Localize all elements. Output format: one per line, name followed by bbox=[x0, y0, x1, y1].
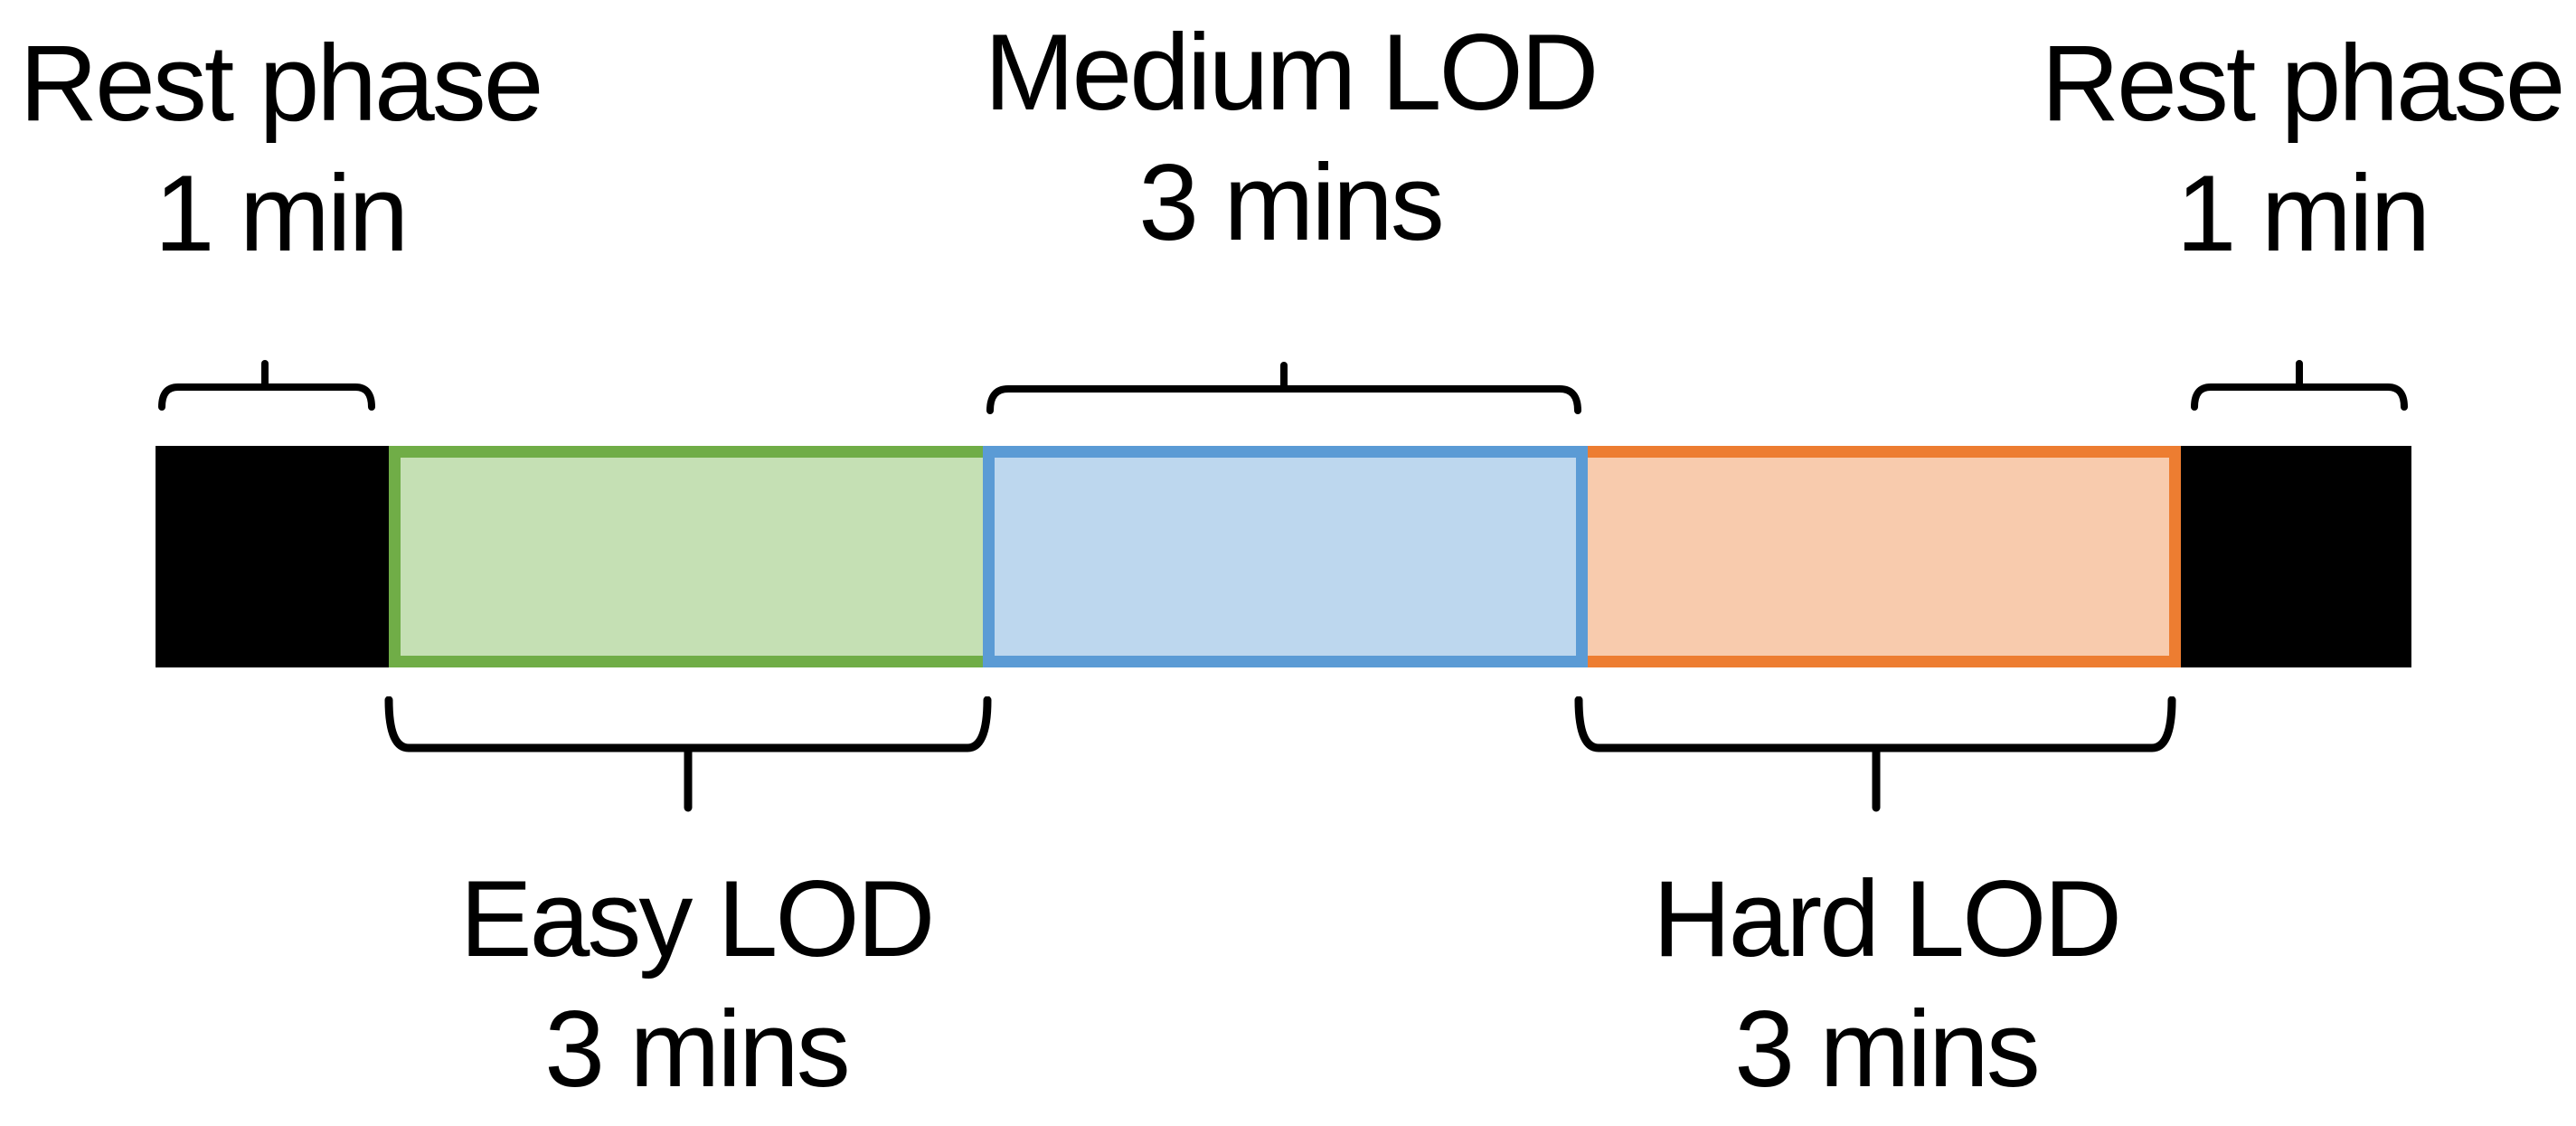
label-rest-start-name: Rest phase bbox=[19, 23, 543, 144]
label-rest-end-name: Rest phase bbox=[2041, 23, 2565, 144]
label-hard-lod-duration: 3 mins bbox=[1734, 989, 2040, 1110]
label-easy-lod-duration: 3 mins bbox=[544, 989, 850, 1110]
segment-easy-lod bbox=[389, 446, 983, 667]
label-rest-end-duration: 1 min bbox=[2175, 153, 2430, 274]
brace-hard-lod bbox=[1574, 696, 2176, 812]
segment-rest-end bbox=[2181, 446, 2411, 667]
label-medium-lod: Medium LOD 3 mins bbox=[883, 7, 1697, 268]
label-easy-lod: Easy LOD 3 mins bbox=[289, 854, 1103, 1114]
segment-hard-lod bbox=[1588, 446, 2181, 667]
label-rest-end: Rest phase 1 min bbox=[1895, 18, 2576, 279]
segment-medium-lod bbox=[983, 446, 1588, 667]
label-medium-lod-name: Medium LOD bbox=[984, 12, 1599, 133]
brace-medium-lod bbox=[986, 362, 1581, 414]
label-rest-start-duration: 1 min bbox=[154, 153, 409, 274]
label-easy-lod-name: Easy LOD bbox=[459, 858, 936, 979]
label-medium-lod-duration: 3 mins bbox=[1138, 142, 1444, 263]
label-rest-start: Rest phase 1 min bbox=[0, 18, 687, 279]
label-hard-lod: Hard LOD 3 mins bbox=[1479, 854, 2293, 1114]
brace-easy-lod bbox=[384, 696, 992, 812]
brace-rest-end bbox=[2191, 360, 2408, 411]
segment-rest-start bbox=[156, 446, 389, 667]
brace-rest-start bbox=[158, 360, 375, 411]
label-hard-lod-name: Hard LOD bbox=[1652, 858, 2122, 979]
